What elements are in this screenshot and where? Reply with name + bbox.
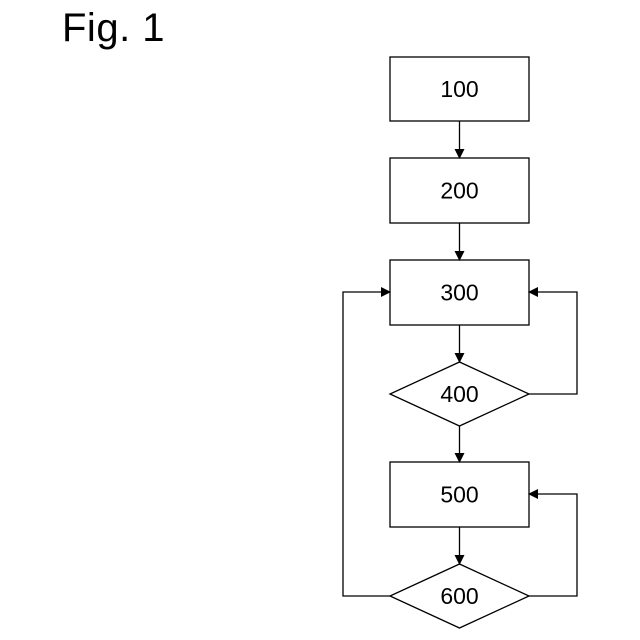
node-300: 300	[390, 260, 529, 325]
node-200-label: 200	[440, 178, 478, 204]
edge-600-loop-to-500	[529, 494, 577, 596]
node-300-label: 300	[440, 280, 478, 306]
node-500: 500	[390, 462, 529, 527]
node-400: 400	[390, 362, 529, 426]
node-600-label: 600	[440, 583, 478, 609]
node-100: 100	[390, 57, 529, 121]
node-200: 200	[390, 158, 529, 223]
node-500-label: 500	[440, 482, 478, 508]
node-100-label: 100	[440, 76, 478, 102]
edge-600-to-300	[343, 292, 390, 596]
node-400-label: 400	[440, 381, 478, 407]
edge-400-loop-to-300	[529, 292, 577, 394]
node-600: 600	[390, 564, 529, 628]
